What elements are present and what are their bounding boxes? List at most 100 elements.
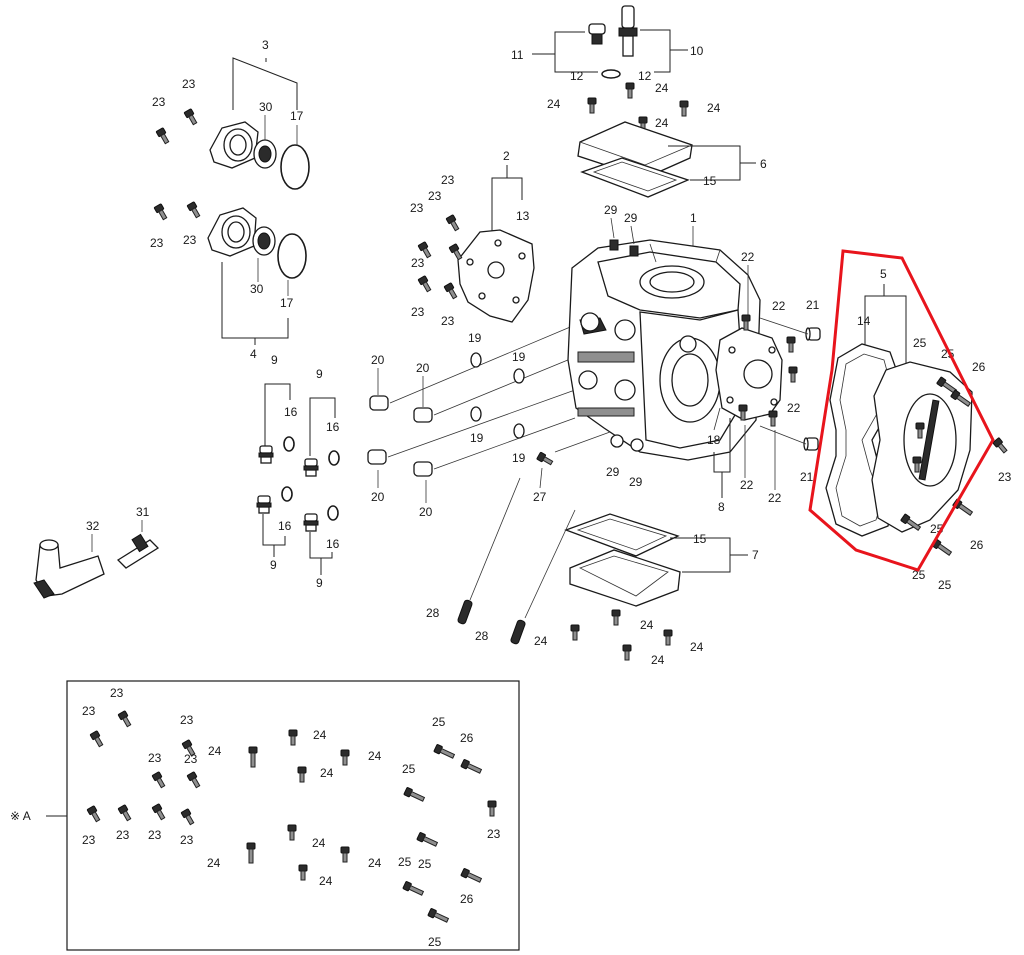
label-23g: 23 bbox=[410, 201, 424, 215]
drain-plug-group: 9 16 9 16 16 9 16 9 bbox=[256, 353, 340, 590]
stud-group: 27 29 29 28 28 bbox=[426, 431, 644, 645]
label-22a: 22 bbox=[741, 250, 755, 264]
kit-label-24g: 24 bbox=[368, 856, 382, 870]
spark-plug-icon bbox=[116, 533, 160, 569]
label-16c: 16 bbox=[278, 519, 292, 533]
kit-label-25c: 25 bbox=[418, 857, 432, 871]
label-22c: 22 bbox=[787, 401, 801, 415]
label-29d: 29 bbox=[629, 475, 643, 489]
label-24b: 24 bbox=[547, 97, 561, 111]
label-5: 5 bbox=[880, 267, 887, 281]
fastener-kit-box: ※ A 23 23 23 23 23 23 23 23 23 24 24 24 … bbox=[10, 680, 520, 951]
highlight-outline bbox=[808, 249, 995, 572]
label-13: 13 bbox=[516, 209, 530, 223]
label-31: 31 bbox=[136, 505, 150, 519]
label-23d: 23 bbox=[183, 233, 197, 247]
label-22b: 22 bbox=[772, 299, 786, 313]
label-16d: 16 bbox=[326, 537, 340, 551]
label-11: 11 bbox=[511, 48, 524, 62]
kit-label-26a: 26 bbox=[460, 731, 474, 745]
label-30b: 30 bbox=[250, 282, 264, 296]
bearing-housing-assembly-upper: 3 30 17 23 23 bbox=[152, 38, 310, 190]
side-plate-assembly: 18 8 22 22 22 22 22 21 21 bbox=[707, 250, 821, 514]
label-25d: 25 bbox=[912, 568, 926, 582]
label-15b: 15 bbox=[693, 532, 707, 546]
label-3: 3 bbox=[262, 38, 269, 52]
label-16b: 16 bbox=[326, 420, 340, 434]
cylinder-plug-group: 20 20 20 20 19 19 19 19 bbox=[367, 324, 581, 519]
label-15a: 15 bbox=[703, 174, 717, 188]
label-23f: 23 bbox=[428, 189, 442, 203]
kit-label-23b: 23 bbox=[82, 704, 96, 718]
label-32: 32 bbox=[86, 519, 100, 533]
label-24c: 24 bbox=[707, 101, 721, 115]
label-28a: 28 bbox=[426, 606, 440, 620]
o-ring-icon bbox=[280, 144, 310, 190]
label-24e: 24 bbox=[534, 634, 548, 648]
kit-label-23j: 23 bbox=[487, 827, 501, 841]
label-20b: 20 bbox=[416, 361, 430, 375]
label-24g: 24 bbox=[690, 640, 704, 654]
label-9b: 9 bbox=[316, 367, 323, 381]
bottom-cover-assembly: 7 15 24 24 24 24 bbox=[534, 513, 759, 667]
kit-label-23g: 23 bbox=[116, 828, 130, 842]
label-26b: 26 bbox=[970, 538, 984, 552]
kit-label-24h: 24 bbox=[319, 874, 333, 888]
label-25e: 25 bbox=[938, 578, 952, 592]
kit-label-23h: 23 bbox=[148, 828, 162, 842]
label-23c: 23 bbox=[150, 236, 164, 250]
label-2: 2 bbox=[503, 149, 510, 163]
kit-label-24a: 24 bbox=[208, 744, 222, 758]
kit-label-24b: 24 bbox=[313, 728, 327, 742]
kit-label-25b: 25 bbox=[402, 762, 416, 776]
kit-label-25e: 25 bbox=[428, 935, 442, 949]
bearing-housing-assembly-lower: 23 23 30 17 4 bbox=[150, 201, 307, 361]
label-20a: 20 bbox=[371, 353, 385, 367]
label-21b: 21 bbox=[800, 470, 814, 484]
kit-label-25d: 25 bbox=[398, 855, 412, 869]
label-28b: 28 bbox=[475, 629, 489, 643]
label-23b: 23 bbox=[152, 95, 166, 109]
label-17b: 17 bbox=[280, 296, 294, 310]
label-29a: 29 bbox=[604, 203, 618, 217]
label-24h: 24 bbox=[651, 653, 665, 667]
kit-label-25a: 25 bbox=[432, 715, 446, 729]
kit-label-24c: 24 bbox=[368, 749, 382, 763]
kit-label-24e: 24 bbox=[207, 856, 221, 870]
label-29c: 29 bbox=[606, 465, 620, 479]
label-23h: 23 bbox=[411, 256, 425, 270]
kit-label-23f: 23 bbox=[82, 833, 96, 847]
kit-label-26b: 26 bbox=[460, 892, 474, 906]
label-17: 17 bbox=[290, 109, 304, 123]
kit-label-23i: 23 bbox=[180, 833, 194, 847]
label-22d: 22 bbox=[740, 478, 754, 492]
label-24a: 24 bbox=[655, 81, 669, 95]
side-cover-assembly: 5 14 25 25 26 23 25 26 25 25 bbox=[808, 249, 1012, 592]
label-19b: 19 bbox=[512, 350, 526, 364]
kit-label-23a: 23 bbox=[110, 686, 124, 700]
stud-icon bbox=[457, 599, 473, 625]
label-23k: 23 bbox=[998, 470, 1012, 484]
kit-label-23d: 23 bbox=[148, 751, 162, 765]
label-9c: 9 bbox=[270, 558, 277, 572]
kit-label-24f: 24 bbox=[312, 836, 326, 850]
kit-label-23e: 23 bbox=[184, 752, 198, 766]
bolt-icon bbox=[89, 730, 105, 749]
label-23i: 23 bbox=[411, 305, 425, 319]
label-19c: 19 bbox=[470, 431, 484, 445]
label-20c: 20 bbox=[371, 490, 385, 504]
plate-assembly: 2 13 23 23 23 23 23 23 bbox=[410, 149, 535, 328]
label-24d: 24 bbox=[655, 116, 669, 130]
kit-label: ※ A bbox=[10, 809, 31, 823]
label-12b: 12 bbox=[638, 69, 652, 83]
label-4: 4 bbox=[250, 347, 257, 361]
label-24f: 24 bbox=[640, 618, 654, 632]
label-22e: 22 bbox=[768, 491, 782, 505]
label-12a: 12 bbox=[570, 69, 584, 83]
label-20d: 20 bbox=[419, 505, 433, 519]
kit-label-23c: 23 bbox=[180, 713, 194, 727]
label-23e: 23 bbox=[441, 173, 455, 187]
label-1: 1 bbox=[690, 211, 697, 225]
label-21a: 21 bbox=[806, 298, 820, 312]
